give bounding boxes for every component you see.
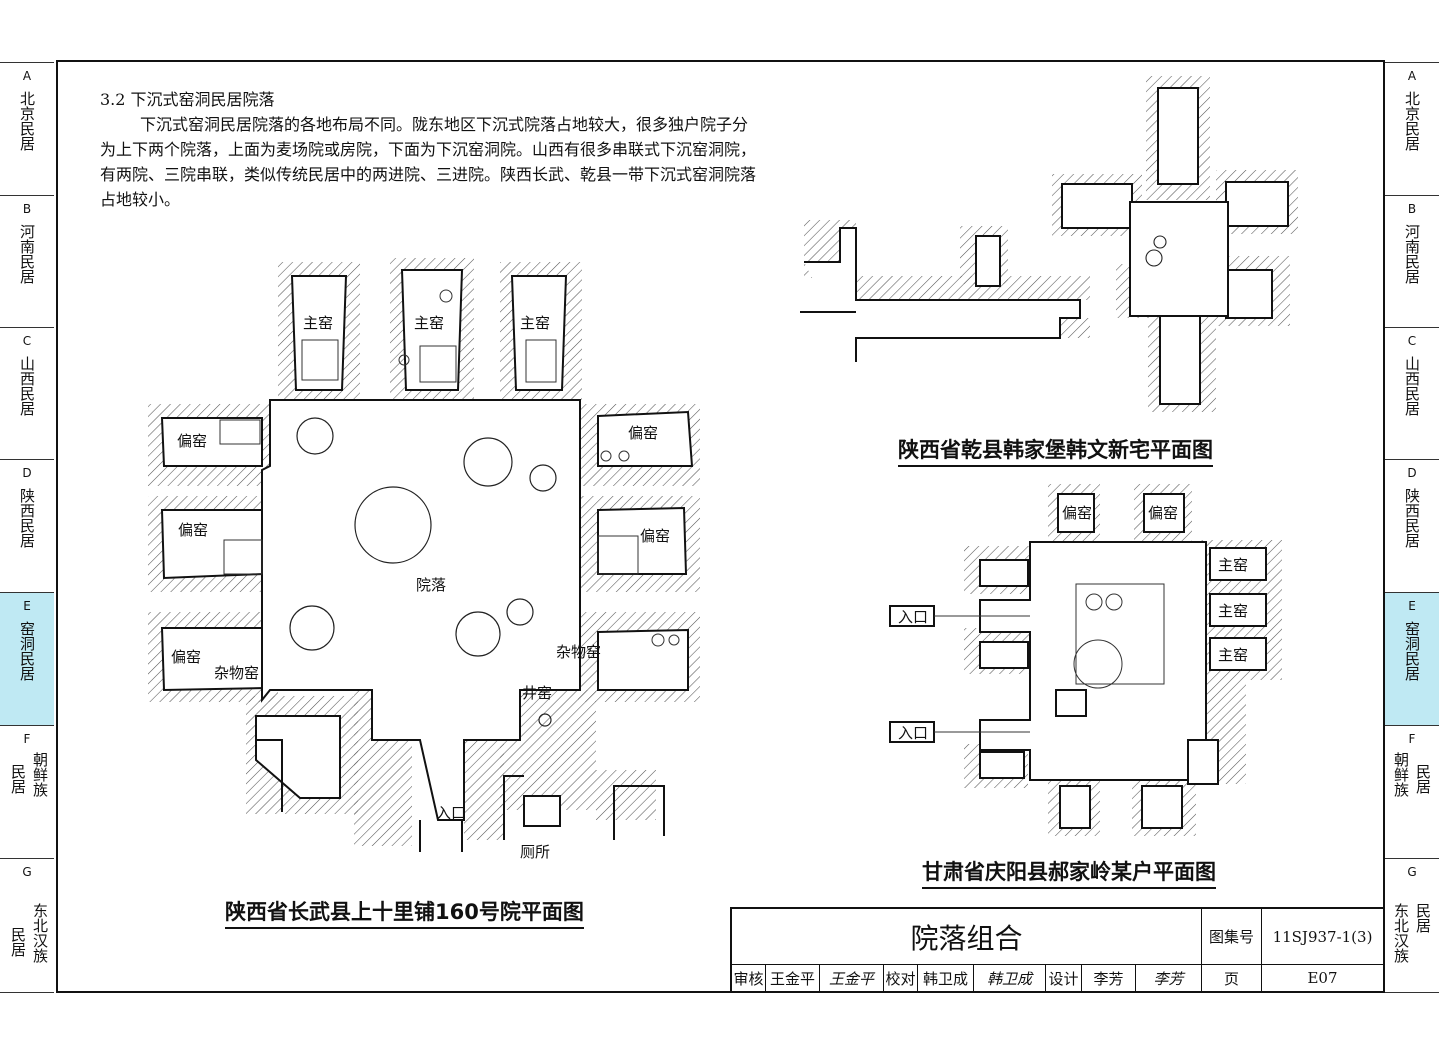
room-label: 入口 <box>898 609 928 626</box>
tab-letter: C <box>22 334 32 348</box>
tab-g[interactable]: G 东北汉族 民居 <box>0 858 54 993</box>
page-label: 页 <box>1202 965 1262 991</box>
tab-letter: E <box>23 599 31 613</box>
tab-label-side: 民居 <box>9 764 27 794</box>
tab-label: 窑洞民居 <box>18 621 36 681</box>
tab-letter: F <box>23 732 31 746</box>
tab-label: 河南民居 <box>1403 224 1421 284</box>
drawing-title: 院落组合 <box>732 909 1202 965</box>
tab-f[interactable]: F 朝鲜族 民居 <box>0 725 54 858</box>
checker-signature: 韩卫成 <box>974 965 1046 991</box>
room-label: 杂物窑 <box>556 644 601 661</box>
tab-a[interactable]: A 北京民居 <box>0 62 54 195</box>
room-label: 偏窑 <box>177 433 207 450</box>
checker-name: 韩卫成 <box>918 965 974 991</box>
tab-label: 窑洞民居 <box>1403 621 1421 681</box>
designer-name: 李芳 <box>1082 965 1136 991</box>
tab-d[interactable]: D 陕西民居 <box>0 459 54 592</box>
plan-qingyang: 偏窑 偏窑 主窑 主窑 主窑 入口 入口 <box>889 484 1282 836</box>
tab-label-side: 民居 <box>1414 764 1432 794</box>
atlas-number: 11SJ937-1(3) <box>1262 909 1383 965</box>
tab-letter: E <box>1408 599 1416 613</box>
tab-f[interactable]: F 朝鲜族 民居 <box>1385 725 1439 858</box>
section-body: 下沉式窑洞民居院落的各地布局不同。陇东地区下沉式院落占地较大，很多独户院子分为上… <box>100 115 757 209</box>
tab-label: 北京民居 <box>1403 91 1421 151</box>
tab-letter: C <box>1407 334 1417 348</box>
tab-label: 河南民居 <box>18 224 36 284</box>
tab-label: 东北汉族 <box>31 903 49 963</box>
atlas-label: 图集号 <box>1202 909 1262 965</box>
room-label: 厕所 <box>520 844 550 861</box>
room-label: 偏窑 <box>1062 505 1092 522</box>
tab-d[interactable]: D 陕西民居 <box>1385 459 1439 592</box>
tab-letter: B <box>1407 202 1417 216</box>
tab-letter: G <box>1407 865 1417 879</box>
intro-section: 3.2 下沉式窑洞民居院落 下沉式窑洞民居院落的各地布局不同。陇东地区下沉式院落… <box>100 87 760 212</box>
tab-label: 山西民居 <box>1403 356 1421 416</box>
room-label: 偏窑 <box>171 649 201 666</box>
reviewer-signature: 王金平 <box>820 965 884 991</box>
room-label: 主窑 <box>303 315 333 332</box>
tab-e[interactable]: E 窑洞民居 <box>1385 592 1439 725</box>
room-label: 主窑 <box>1218 603 1248 620</box>
tab-label: 北京民居 <box>18 91 36 151</box>
tab-letter: A <box>22 69 32 83</box>
plan3-caption: 甘肃省庆阳县郝家岭某户平面图 <box>922 856 1216 889</box>
tab-label: 朝鲜族 <box>1392 752 1410 797</box>
section-heading: 3.2 下沉式窑洞民居院落 <box>100 90 275 109</box>
tab-e[interactable]: E 窑洞民居 <box>0 592 54 725</box>
tab-c[interactable]: C 山西民居 <box>0 327 54 459</box>
room-label: 院落 <box>416 576 446 594</box>
tab-letter: D <box>1407 466 1417 480</box>
room-label: 主窑 <box>1218 557 1248 574</box>
tab-letter: D <box>22 466 32 480</box>
room-label: 井窑 <box>522 685 552 702</box>
review-label: 审核 <box>732 965 766 991</box>
tab-label: 陕西民居 <box>1403 488 1421 548</box>
plan2-caption: 陕西省乾县韩家堡韩文新宅平面图 <box>898 434 1213 467</box>
tab-b[interactable]: B 河南民居 <box>1385 195 1439 327</box>
room-label: 偏窑 <box>628 425 658 442</box>
tab-letter: A <box>1407 69 1417 83</box>
room-label: 入口 <box>436 805 466 822</box>
tab-letter: F <box>1408 732 1416 746</box>
room-label: 主窑 <box>414 315 444 332</box>
room-label: 主窑 <box>1218 647 1248 664</box>
page-number: E07 <box>1307 969 1338 987</box>
tab-b[interactable]: B 河南民居 <box>0 195 54 327</box>
plan1-caption: 陕西省长武县上十里铺160号院平面图 <box>225 896 584 929</box>
reviewer-name: 王金平 <box>766 965 820 991</box>
room-label: 杂物窑 <box>214 665 259 682</box>
drawing-frame <box>56 60 1385 993</box>
room-label: 偏窑 <box>1148 505 1178 522</box>
tab-label-side: 民居 <box>1414 903 1432 933</box>
plan-changwu: 主窑 主窑 主窑 偏窑 偏窑 偏窑 杂物窑 偏窑 偏窑 杂物窑 井窑 院落 入口… <box>148 258 700 861</box>
tab-label: 朝鲜族 <box>31 752 49 797</box>
plan-qianxian <box>800 76 1298 412</box>
tab-label: 东北汉族 <box>1392 903 1410 963</box>
room-label: 主窑 <box>520 315 550 332</box>
title-block: 院落组合 图集号 11SJ937-1(3) 审核 王金平 王金平 校对 韩卫成 … <box>730 907 1385 993</box>
tab-label: 陕西民居 <box>18 488 36 548</box>
tab-letter: G <box>22 865 32 879</box>
check-label: 校对 <box>884 965 918 991</box>
tab-c[interactable]: C 山西民居 <box>1385 327 1439 459</box>
tab-letter: B <box>22 202 32 216</box>
tab-label: 山西民居 <box>18 356 36 416</box>
designer-signature: 李芳 <box>1136 965 1202 991</box>
design-label: 设计 <box>1046 965 1082 991</box>
tab-g[interactable]: G 东北汉族 民居 <box>1385 858 1439 993</box>
room-label: 偏窑 <box>640 528 670 545</box>
tab-label-side: 民居 <box>9 927 27 957</box>
tab-a[interactable]: A 北京民居 <box>1385 62 1439 195</box>
room-label: 入口 <box>898 725 928 742</box>
room-label: 偏窑 <box>178 522 208 539</box>
